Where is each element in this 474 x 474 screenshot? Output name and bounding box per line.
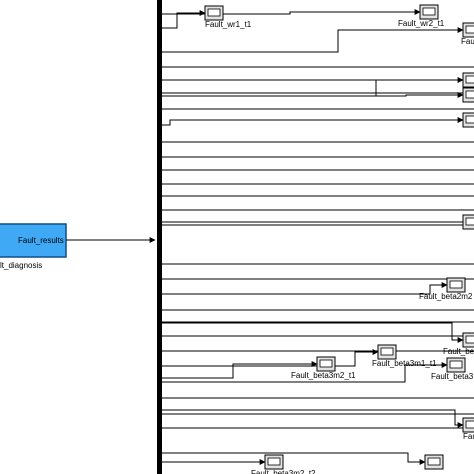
scope-signal-line-9 [162, 361, 318, 379]
scope-label: Fault_ [461, 37, 474, 46]
scope-label: Fault_wr1_t1 [205, 20, 252, 29]
scope-block-8[interactable]: Fault_beta [443, 332, 474, 356]
scope-signal-line-7 [162, 282, 448, 295]
scope-label: Fault_beta3m1_t1 [372, 359, 437, 368]
scope-screen-icon [319, 359, 333, 368]
scope-block-10[interactable]: Fault_beta3m1_t1 [372, 344, 437, 368]
scope-block-1[interactable]: Fault_wr2_t1 [398, 4, 445, 28]
scope-screen-icon [465, 420, 474, 429]
scope-signal-line-11 [162, 362, 448, 383]
scope-signal-line-10 [162, 349, 379, 367]
fault-diagnosis-block-name: lt_diagnosis [0, 261, 42, 270]
scope-signal-line-5 [162, 117, 464, 126]
scope-label: Fault_beta [443, 347, 474, 356]
scope-signal-line-8 [162, 322, 464, 343]
scope-screen-icon [449, 360, 463, 369]
scope-signal-line-14 [162, 452, 426, 465]
scope-label: Fault_tau [463, 432, 474, 441]
scope-screen-icon [427, 457, 441, 466]
scope-block-14[interactable] [424, 454, 444, 470]
scope-block-4[interactable] [462, 87, 474, 103]
scope-screen-icon [465, 115, 474, 124]
scope-block-12[interactable]: Fault_tau [462, 417, 474, 441]
scope-block-11[interactable]: Fault_beta3 [431, 357, 474, 381]
fault-results-port-label: Fault_results [18, 236, 64, 245]
scope-label: Fault_beta3 [431, 372, 474, 381]
scope-label: Fault_wr2_t1 [398, 19, 445, 28]
scope-block-5[interactable] [462, 112, 474, 128]
scope-screen-icon [465, 335, 474, 344]
scope-signal-line-1 [162, 9, 421, 15]
scope-block-6[interactable] [462, 214, 474, 230]
scope-signal-line-12 [162, 409, 464, 428]
scope-screen-icon [465, 217, 474, 226]
scope-block-9[interactable]: Fault_beta3m2_t1 [291, 356, 356, 380]
scope-screen-icon [422, 7, 436, 16]
scope-block-7[interactable]: Fault_beta2m2 [419, 277, 473, 301]
scope-screen-icon [207, 8, 221, 17]
scope-signal-line-4 [162, 92, 464, 98]
scope-block-3[interactable] [462, 72, 474, 88]
scope-screen-icon [465, 90, 474, 99]
scope-signal-line-3 [162, 77, 464, 97]
scope-screen-icon [449, 280, 463, 289]
demux-bar[interactable] [157, 0, 162, 474]
scope-screen-icon [267, 457, 281, 466]
scope-label: Fault_beta3m2_t2 [251, 469, 316, 474]
demux-output-lines [162, 9, 474, 465]
scope-screen-icon [465, 75, 474, 84]
scope-signal-line-0 [162, 10, 206, 29]
scope-label: Fault_beta2m2 [419, 292, 473, 301]
scope-signal-line-2 [162, 27, 464, 53]
scope-screen-icon [380, 347, 394, 356]
scope-block-13[interactable]: Fault_beta3m2_t2 [251, 454, 316, 474]
scope-screen-icon [465, 25, 474, 34]
scope-block-2[interactable]: Fault_ [461, 22, 474, 46]
scope-block-0[interactable]: Fault_wr1_t1 [204, 5, 252, 29]
scope-label: Fault_beta3m2_t1 [291, 371, 356, 380]
